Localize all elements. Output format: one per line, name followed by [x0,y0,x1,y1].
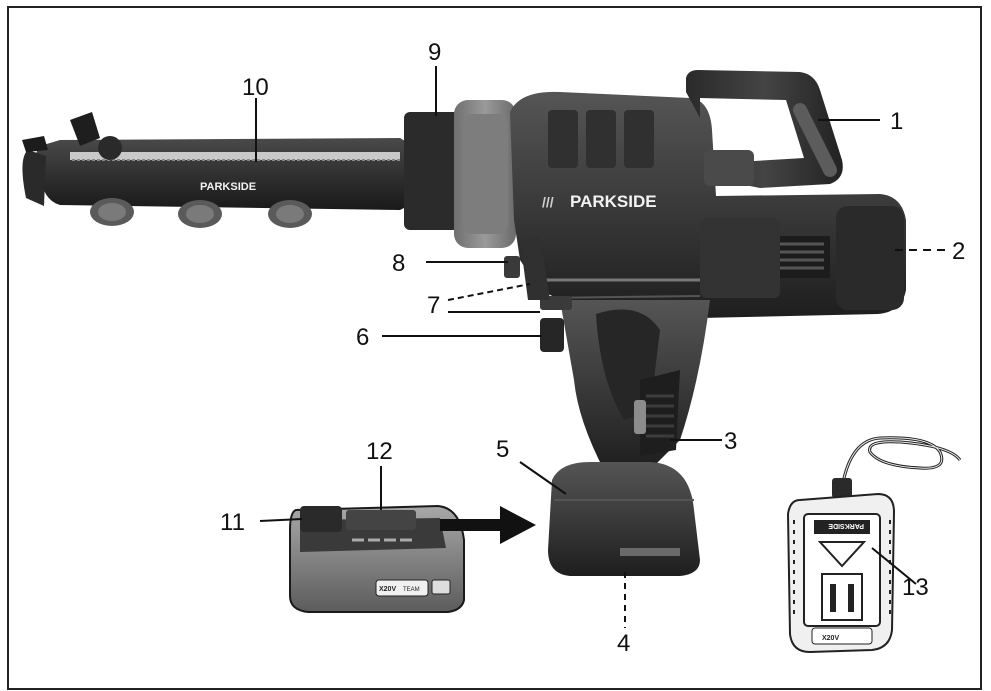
insert-arrow [440,506,536,544]
barrel-logo: PARKSIDE [200,181,256,193]
body-logo: PARKSIDE [570,192,657,211]
leader-lines [255,66,948,628]
charger-logo: PARKSIDE [828,522,864,529]
callout-5: 5 [496,436,509,463]
caulking-gun: PARKSIDE [22,70,906,576]
grip [560,300,710,470]
leader-11 [259,518,303,522]
figure-frame [7,6,982,690]
callout-9: 9 [428,39,441,66]
callout-8: 8 [392,250,405,277]
motor-housing [510,91,906,318]
callout-13: 13 [902,574,929,601]
trigger [540,318,564,352]
callout-3: 3 [724,428,737,455]
leader-13 [871,547,917,585]
callout-11: 11 [220,509,245,536]
barrel-collar [404,100,516,248]
callout-1: 1 [890,108,903,135]
top-handle [686,70,843,188]
callout-2: 2 [952,238,965,265]
callout-6: 6 [356,324,369,351]
charger: PARKSIDE X20V [786,436,962,654]
battery-logo-sub: TEAM [403,587,420,593]
battery-logo: X20V [379,586,396,593]
callout-4: 4 [617,630,630,657]
charger-battery-logo: X20V [822,635,839,642]
cartridge-holder [22,112,420,228]
leader-5 [519,461,567,495]
slash-mark: /// [542,194,554,210]
callout-10: 10 [242,74,269,101]
leader-7b [447,283,531,301]
callout-7: 7 [427,292,440,319]
battery-foot [548,462,700,576]
side-button [504,256,520,278]
battery-pack: X20V TEAM [289,504,465,613]
callout-12: 12 [366,438,393,465]
